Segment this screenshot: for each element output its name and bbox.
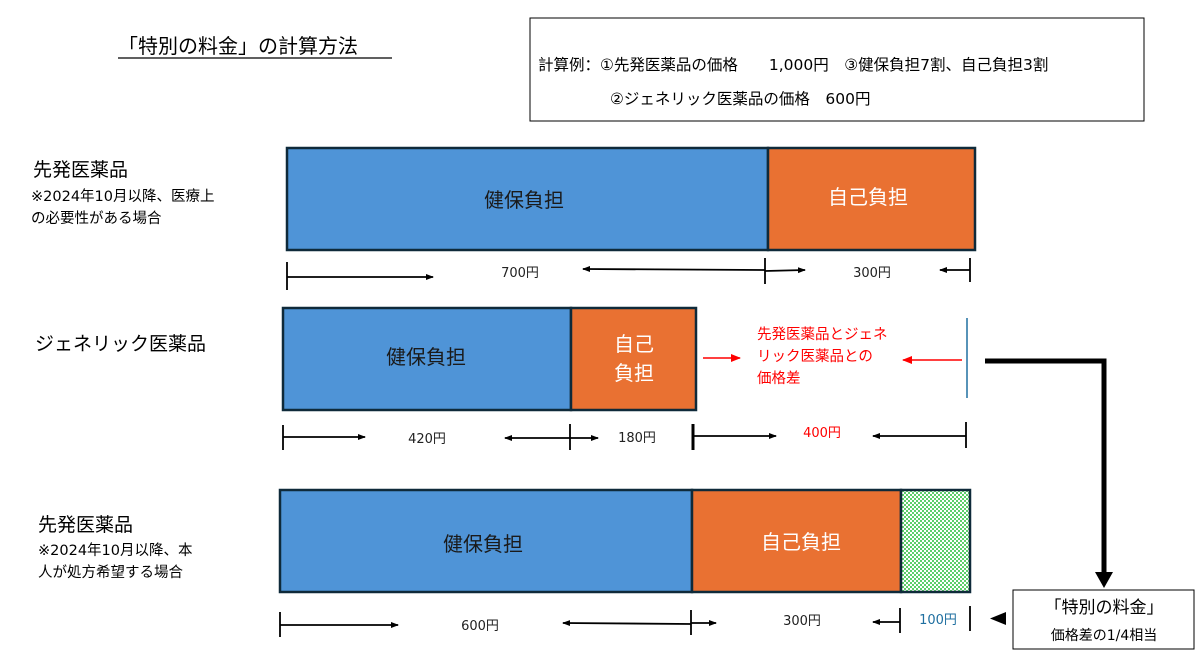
special-fee-segment	[899, 488, 972, 594]
row-note: ※2024年10月以降、本	[38, 542, 193, 559]
amount-label: 300円	[783, 614, 821, 629]
dimension-line	[279, 606, 971, 637]
insurance-label: 健保負担	[484, 188, 564, 212]
self-pay-segment	[569, 306, 698, 412]
self-pay-segment	[766, 146, 977, 252]
row-label: ジェネリック医薬品	[35, 333, 206, 355]
special-fee-title: 「特別の料金」	[1045, 598, 1164, 618]
self-pay-label: 自己負担	[761, 530, 841, 554]
self-pay-segment	[690, 488, 903, 594]
price-difference-amount: 400円	[803, 426, 841, 441]
example-line-2: ②ジェネリック医薬品の価格 600円	[610, 90, 870, 108]
amount-label: 420円	[408, 432, 446, 447]
amount-label: 700円	[501, 266, 539, 281]
self-pay-label: 自己	[614, 332, 654, 356]
special-fee-box	[1012, 589, 1195, 650]
self-pay-label: 自己負担	[828, 185, 908, 209]
connector-arrowhead-icon	[1095, 572, 1113, 588]
price-difference-note: リック医薬品との	[757, 348, 873, 365]
example-line-1: 計算例：①先発医薬品の価格 1,000円 ③健保負担7割、自己負担3割	[538, 55, 1048, 74]
row-label: 先発医薬品	[33, 159, 128, 181]
price-difference-note: 先発医薬品とジェネ	[757, 326, 888, 343]
connector-arrow	[985, 358, 1107, 572]
row-note: 人が処方希望する場合	[38, 564, 183, 581]
left-arrow-icon	[990, 612, 1006, 625]
row-note: ※2024年10月以降、医療上	[31, 188, 215, 205]
dimension-line	[286, 258, 971, 290]
row-brand-medical-need: 先発医薬品 ※2024年10月以降、医療上 の必要性がある場合 健保負担 自己負…	[31, 146, 977, 290]
dimension-line	[282, 422, 967, 450]
row-generic: ジェネリック医薬品 健保負担 自己 負担 先発医薬品とジェネ リック医薬品との …	[35, 306, 968, 450]
self-pay-label: 負担	[614, 361, 654, 385]
special-fee-subtitle: 価格差の1/4相当	[1051, 628, 1158, 644]
page-title: 「特別の料金」の計算方法	[118, 34, 358, 58]
amount-label: 300円	[853, 266, 891, 281]
insurance-segment	[285, 146, 770, 252]
amount-label: 600円	[461, 619, 499, 634]
price-difference-note: 価格差	[757, 370, 801, 387]
special-fee-amount: 100円	[919, 613, 957, 628]
example-box	[529, 17, 1145, 122]
row-label: 先発医薬品	[38, 514, 133, 536]
amount-label: 180円	[618, 431, 656, 446]
row-brand-patient-request: 先発医薬品 ※2024年10月以降、本 人が処方希望する場合 健保負担 自己負担…	[38, 488, 972, 637]
row-note: の必要性がある場合	[31, 210, 162, 227]
insurance-label: 健保負担	[386, 345, 466, 369]
insurance-label: 健保負担	[443, 532, 523, 556]
